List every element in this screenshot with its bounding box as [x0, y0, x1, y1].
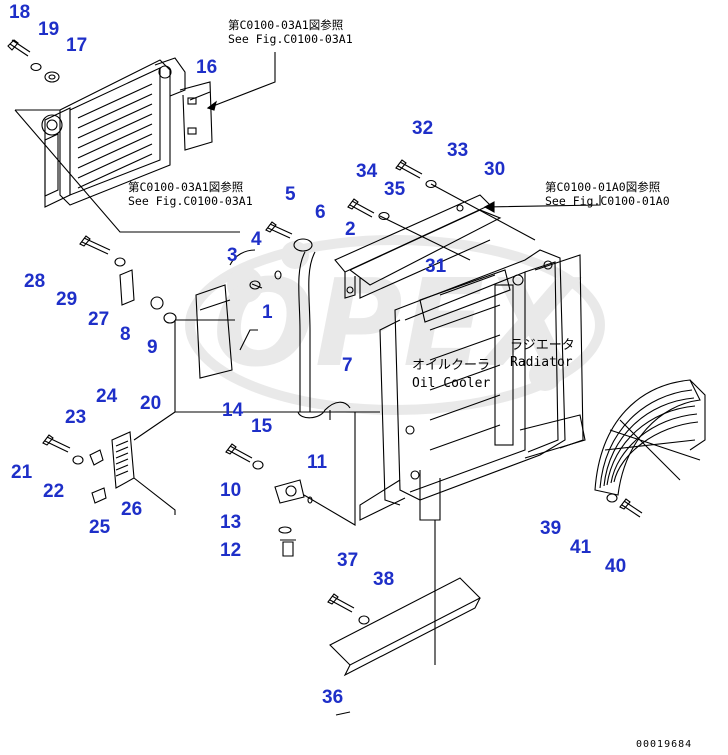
- reference-en: See Fig.C0100-01A0: [545, 194, 670, 208]
- callout-31: 31: [425, 256, 447, 277]
- callout-37: 37: [337, 550, 359, 571]
- callout-12: 12: [220, 540, 242, 561]
- callout-21: 21: [11, 462, 33, 483]
- callout-17: 17: [66, 35, 88, 56]
- callout-35: 35: [384, 179, 406, 200]
- callout-20: 20: [140, 393, 162, 414]
- callout-2: 2: [345, 219, 356, 240]
- callout-25: 25: [89, 517, 111, 538]
- watermark-logo: OPEX: [185, 235, 605, 415]
- callout-26: 26: [121, 499, 143, 520]
- callout-10: 10: [220, 480, 242, 501]
- radiator-label-jp: ラジエータ: [510, 338, 575, 353]
- callout-3: 3: [227, 245, 238, 266]
- svg-text:OPEX: OPEX: [213, 255, 583, 394]
- callout-33: 33: [447, 140, 469, 161]
- drawing-code: 00019684: [636, 739, 693, 750]
- callout-16: 16: [196, 57, 218, 78]
- callout-28: 28: [24, 271, 46, 292]
- reference-jp: 第C0100-03A1図参照: [228, 18, 344, 32]
- callout-15: 15: [251, 416, 273, 437]
- oil-cooler-label-jp: オイルクーラ: [412, 358, 491, 373]
- fan-guard-drawing: [594, 379, 706, 496]
- callout-22: 22: [43, 481, 65, 502]
- callout-29: 29: [56, 289, 78, 310]
- callout-40: 40: [605, 556, 627, 577]
- callout-7: 7: [342, 355, 353, 376]
- callout-30: 30: [484, 159, 506, 180]
- bolt-18-drawing: [7, 39, 31, 57]
- callout-39: 39: [540, 518, 562, 539]
- callout-11: 11: [307, 452, 328, 473]
- radiator-label-en: Radiator: [510, 355, 573, 370]
- callout-9: 9: [147, 337, 158, 358]
- callout-1: 1: [262, 302, 273, 323]
- callout-18: 18: [9, 2, 31, 23]
- callout-27: 27: [88, 309, 110, 330]
- callout-6: 6: [315, 202, 326, 223]
- callout-36: 36: [322, 687, 344, 708]
- callout-14: 14: [222, 400, 244, 421]
- callout-38: 38: [373, 569, 395, 590]
- callout-41: 41: [570, 537, 592, 558]
- callout-32: 32: [412, 118, 434, 139]
- reference-en: See Fig.C0100-03A1: [128, 194, 253, 208]
- callout-34: 34: [356, 161, 378, 182]
- oil-cooler-label-en: Oil Cooler: [412, 376, 491, 391]
- reference-note-mid: 第C0100-03A1図参照 See Fig.C0100-03A1: [128, 180, 253, 208]
- callout-4: 4: [251, 229, 262, 250]
- callout-13: 13: [220, 512, 242, 533]
- callout-19: 19: [38, 19, 60, 40]
- callout-5: 5: [285, 184, 296, 205]
- callout-8: 8: [120, 324, 131, 345]
- reference-en: See Fig.C0100-03A1: [228, 32, 353, 46]
- reference-note-top: 第C0100-03A1図参照 See Fig.C0100-03A1: [228, 18, 353, 46]
- reference-jp: 第C0100-01A0図参照: [545, 180, 661, 194]
- callout-24: 24: [96, 386, 118, 407]
- radiator-drawing: [348, 209, 586, 521]
- reference-jp: 第C0100-03A1図参照: [128, 180, 244, 194]
- aftercooler-drawing: [41, 57, 213, 208]
- callout-23: 23: [65, 407, 87, 428]
- reference-note-right: 第C0100-01A0図参照 See Fig.C0100-01A0: [545, 180, 670, 208]
